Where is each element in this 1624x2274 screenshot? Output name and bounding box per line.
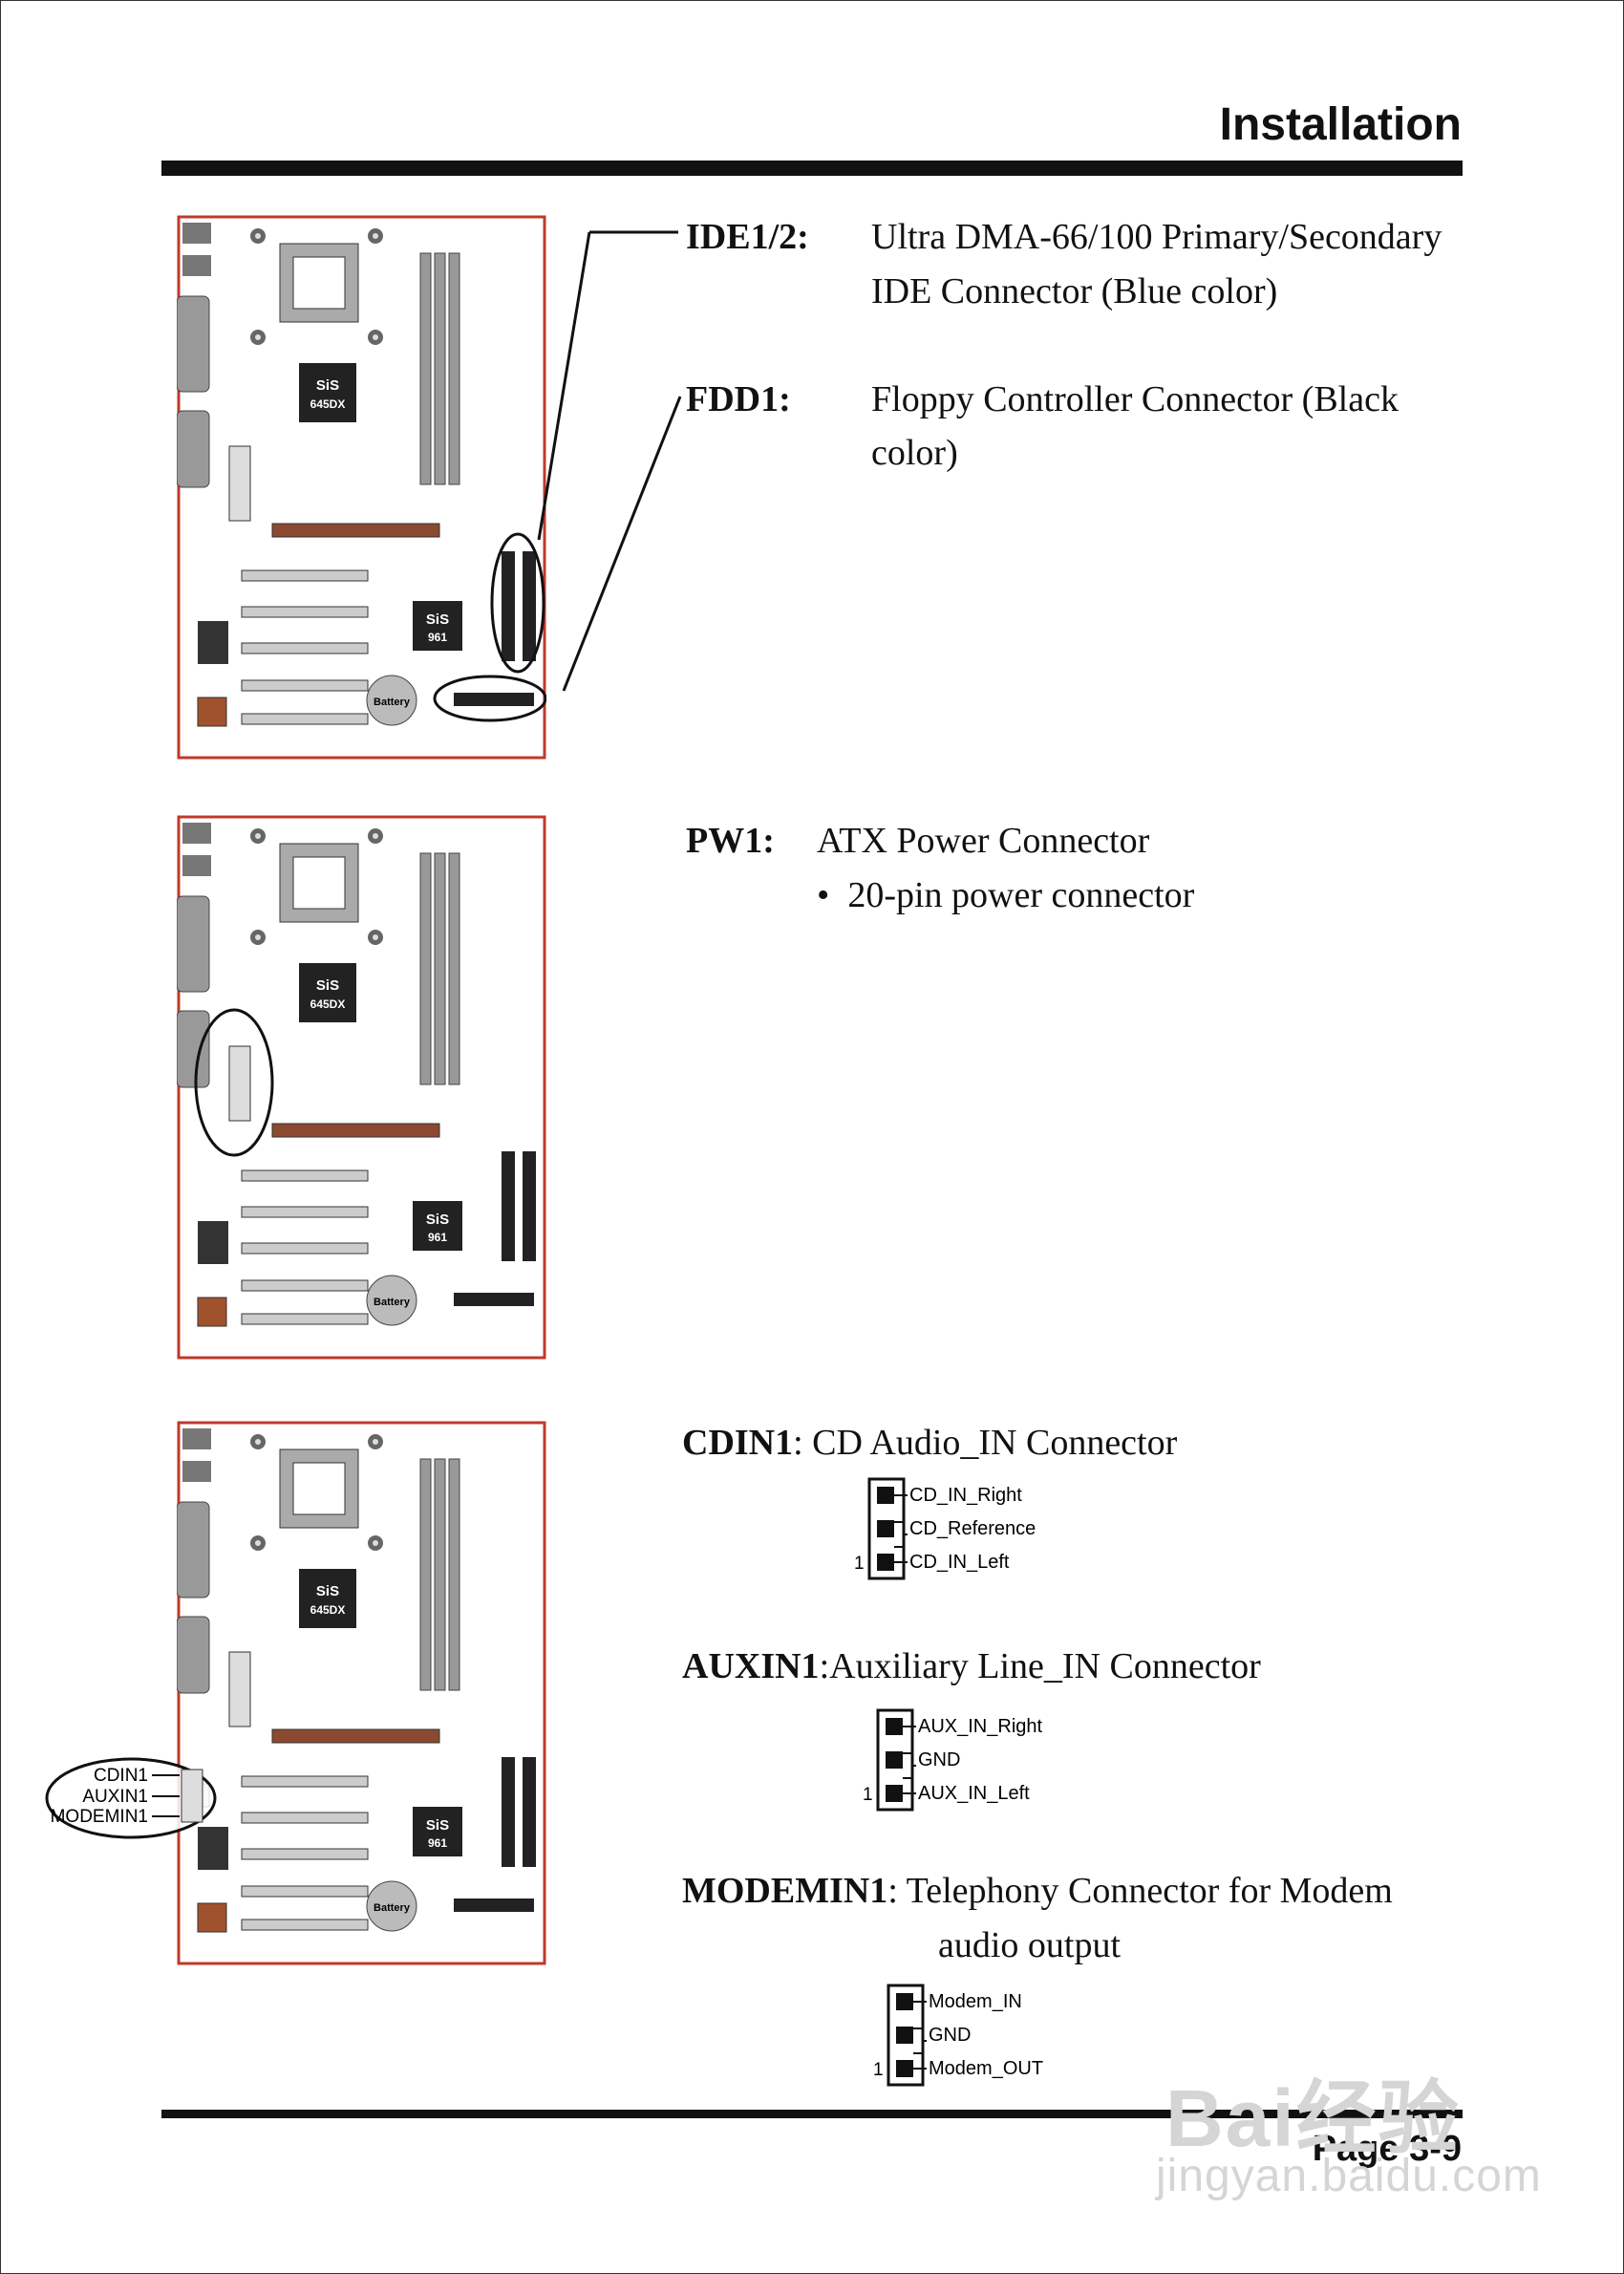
ide-label: IDE1/2:	[686, 217, 809, 257]
sis-645dx-label: SiS	[316, 1583, 339, 1599]
modemin1-pinout: 1 Modem_IN GND Modem_OUT	[869, 1978, 1175, 2092]
sis-961-model: 961	[428, 631, 447, 644]
auxin1-pin-left: AUX_IN_Left	[918, 1783, 1030, 1804]
audio-callout: CDIN1 AUXIN1 MODEMIN1	[45, 1757, 217, 1839]
sis-645dx-model: 645DX	[310, 998, 346, 1011]
auxin1-label: AUXIN1	[682, 1646, 820, 1686]
watermark-logo-text: Bai经验	[1165, 2073, 1461, 2163]
fdd-desc-2: color)	[871, 433, 958, 473]
battery-label: Battery	[374, 1902, 411, 1914]
modemin1-pin-gnd: GND	[929, 2025, 971, 2046]
battery-label: Battery	[374, 697, 411, 708]
cdin1-heading: CDIN1: CD Audio_IN Connector	[682, 1416, 1177, 1470]
sis-645dx-label: SiS	[316, 377, 339, 394]
pw1-desc: ATX Power Connector	[817, 821, 1150, 861]
baidu-watermark: Bai经验 jingyan.baidu.com	[1151, 2016, 1541, 2217]
ide-desc-2: IDE Connector (Blue color)	[871, 271, 1278, 311]
ide-desc-1: Ultra DMA-66/100 Primary/Secondary	[871, 217, 1442, 257]
modemin1-pin-out: Modem_OUT	[929, 2058, 1043, 2079]
sis-961-model: 961	[428, 1836, 447, 1850]
cdin1-pin-ref: CD_Reference	[909, 1518, 1036, 1539]
sis-961-label: SiS	[426, 611, 449, 628]
sis-645dx-label: SiS	[316, 977, 339, 994]
auxin1-pin-right: AUX_IN_Right	[918, 1716, 1043, 1737]
board-diagram-audio: SiS 645DX SiS 961 Battery	[177, 1421, 546, 1965]
section-title: Installation	[1219, 99, 1462, 150]
pw1-highlight	[194, 1008, 274, 1157]
sis-961-model: 961	[428, 1231, 447, 1244]
cdin1-label: CDIN1	[682, 1423, 794, 1463]
board-diagram-ide-fdd: SiS 645DX SiS 961 Battery	[177, 215, 546, 760]
sis-645dx-model: 645DX	[310, 397, 346, 411]
auxin1-heading: AUXIN1:Auxiliary Line_IN Connector	[682, 1640, 1261, 1693]
footer-rule	[161, 2110, 1463, 2118]
sis-645dx-model: 645DX	[310, 1603, 346, 1617]
sis-961-label: SiS	[426, 1817, 449, 1834]
modemin1-desc-2: audio output	[938, 1925, 1122, 1965]
auxin1-pin1: 1	[863, 1785, 873, 1805]
page-number: Page 3-9	[1312, 2129, 1462, 2169]
cdin1-desc: : CD Audio_IN Connector	[793, 1423, 1178, 1463]
ide-highlight	[490, 532, 545, 674]
modemin1-heading: MODEMIN1: Telephony Connector for Modem	[682, 1864, 1393, 1918]
callout-modemin1: MODEMIN1	[51, 1807, 148, 1827]
cdin1-pin-right: CD_IN_Right	[909, 1485, 1022, 1506]
pw1-bullet: • 20-pin power connector	[817, 869, 1194, 922]
cdin1-pinout: 1 CD_IN_Right CD_Reference CD_IN_Left	[850, 1471, 1156, 1586]
callout-auxin1: AUXIN1	[82, 1787, 148, 1807]
pw1-label: PW1:	[686, 821, 775, 861]
auxin1-pinout: 1 AUX_IN_Right GND AUX_IN_Left	[859, 1703, 1165, 1817]
watermark-url: jingyan.baidu.com	[1156, 2151, 1542, 2201]
auxin1-desc: :Auxiliary Line_IN Connector	[819, 1646, 1261, 1686]
fdd-highlight	[433, 675, 546, 722]
cdin1-pin-left: CD_IN_Left	[909, 1552, 1010, 1573]
pw1-bullet-text: 20-pin power connector	[847, 875, 1195, 915]
fdd-desc-1: Floppy Controller Connector (Black	[871, 379, 1399, 419]
sis-961-label: SiS	[426, 1212, 449, 1228]
modemin1-pin1: 1	[873, 2060, 884, 2080]
cdin1-pin1: 1	[854, 1554, 865, 1574]
modemin1-pin-in: Modem_IN	[929, 1991, 1022, 2012]
fdd-label: FDD1:	[686, 379, 791, 419]
callout-cdin1: CDIN1	[94, 1766, 148, 1786]
modemin1-desc1: : Telephony Connector for Modem	[887, 1871, 1393, 1911]
header-rule	[161, 161, 1463, 176]
modemin1-label: MODEMIN1	[682, 1871, 888, 1911]
bullet-icon: •	[817, 875, 830, 915]
auxin1-pin-gnd: GND	[918, 1749, 960, 1770]
board-diagram-pw1: SiS 645DX SiS 961 Battery	[177, 815, 546, 1360]
battery-label: Battery	[374, 1297, 411, 1308]
